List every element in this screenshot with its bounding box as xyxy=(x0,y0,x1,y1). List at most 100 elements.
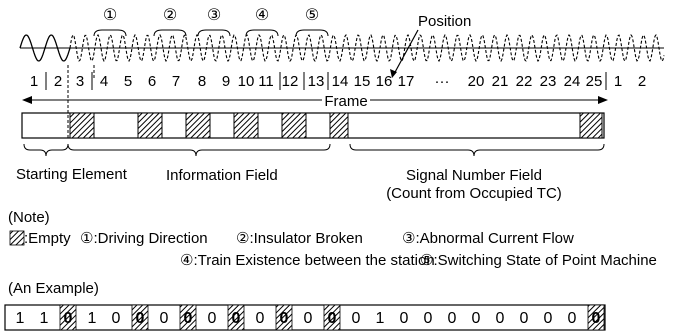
example-heading: (An Example) xyxy=(8,280,99,297)
signal-number-field-sublabel: (Count from Occupied TC) xyxy=(386,185,562,202)
bit-number: 22 xyxy=(516,73,533,90)
signal-number-field-label: Signal Number Field xyxy=(406,167,542,184)
bit-number: 21 xyxy=(492,73,509,90)
frame-label-bg xyxy=(322,92,370,108)
bit-number: 9 xyxy=(222,73,230,90)
position-arrowhead xyxy=(390,69,397,78)
signal-wave-dashed xyxy=(69,33,665,63)
example-bit: 0 xyxy=(208,310,217,327)
example-bit: 0 xyxy=(136,310,145,327)
empty-block xyxy=(185,112,211,139)
example-bit: 0 xyxy=(568,310,577,327)
bit-number: 10 xyxy=(238,73,255,90)
example-bit: 0 xyxy=(592,310,601,327)
bit-number: 23 xyxy=(540,73,557,90)
starting-element-label: Starting Element xyxy=(16,166,128,183)
bit-number: 24 xyxy=(564,73,581,90)
note-item-3: ③:Abnormal Current Flow xyxy=(402,230,574,247)
example-bit: 0 xyxy=(544,310,553,327)
note-item-4: ④:Train Existence between the station xyxy=(180,252,435,269)
example-bit: 0 xyxy=(424,310,433,327)
empty-block xyxy=(281,112,307,139)
position-label: Position xyxy=(418,13,471,30)
bit-number: 8 xyxy=(198,73,206,90)
note-item-5: ⑤:Switching State of Point Machine xyxy=(420,252,657,269)
empty-block xyxy=(137,112,163,139)
bit-number: 5 xyxy=(124,73,132,90)
marker-bracket-1 xyxy=(93,29,127,37)
bit-number: 7 xyxy=(172,73,180,90)
empty-block xyxy=(579,112,603,139)
bit-number: 4 xyxy=(100,73,108,90)
bit-number: 16 xyxy=(376,73,393,90)
frame-arrowhead-right xyxy=(598,96,608,104)
bit-number: 1 xyxy=(614,73,622,90)
example-empty-cell xyxy=(587,304,605,331)
marker-bracket-2 xyxy=(153,29,187,37)
frame-label: Frame xyxy=(324,93,367,110)
marker-2: ② xyxy=(163,7,177,24)
bit-number: 2 xyxy=(638,73,646,90)
frame-arrowhead-left xyxy=(22,96,32,104)
example-bit: 0 xyxy=(232,310,241,327)
example-bit: 1 xyxy=(16,310,25,327)
information-field-label: Information Field xyxy=(166,167,278,184)
example-empty-cell xyxy=(227,304,245,331)
bit-number: 20 xyxy=(468,73,485,90)
marker-1: ① xyxy=(103,7,117,24)
bit-number: ··· xyxy=(435,73,450,90)
position-arrow xyxy=(393,29,419,75)
bit-number: 13 xyxy=(308,73,325,90)
example-bit: 0 xyxy=(64,310,73,327)
marker-bracket-4 xyxy=(245,29,279,37)
marker-4: ④ xyxy=(255,7,269,24)
marker-3: ③ xyxy=(207,7,221,24)
example-empty-cell xyxy=(323,304,341,331)
note-item-2: ②:Insulator Broken xyxy=(236,230,363,247)
bit-number: 1 xyxy=(30,73,38,90)
example-bit: 0 xyxy=(520,310,529,327)
example-bit: 1 xyxy=(376,310,385,327)
bit-number: 14 xyxy=(332,73,349,90)
empty-block xyxy=(69,112,95,139)
marker-bracket-5 xyxy=(295,29,329,37)
bit-number: 2 xyxy=(54,73,62,90)
example-empty-cell xyxy=(275,304,293,331)
example-bit: 0 xyxy=(256,310,265,327)
bit-number: 17 xyxy=(398,73,415,90)
note-item-1: ①:Driving Direction xyxy=(80,230,208,247)
empty-legend-swatch xyxy=(9,230,25,246)
empty-block xyxy=(329,112,349,139)
bit-separators xyxy=(45,72,607,90)
bracket-starting xyxy=(23,143,69,157)
note-heading: (Note) xyxy=(8,209,50,226)
example-bit: 0 xyxy=(496,310,505,327)
example-bit: 0 xyxy=(304,310,313,327)
frame-empty-blocks xyxy=(69,112,603,139)
example-empty-cell xyxy=(131,304,149,331)
example-bit: 0 xyxy=(280,310,289,327)
example-bit: 0 xyxy=(448,310,457,327)
bit-number: 12 xyxy=(282,73,299,90)
frame-bar xyxy=(21,112,605,139)
bit-number: 6 xyxy=(148,73,156,90)
example-bit: 0 xyxy=(472,310,481,327)
example-bit: 1 xyxy=(88,310,97,327)
example-empty-cell xyxy=(179,304,197,331)
example-bar xyxy=(4,304,606,331)
example-bit: 0 xyxy=(352,310,361,327)
example-bit: 1 xyxy=(40,310,49,327)
bit-number: 15 xyxy=(354,73,371,90)
empty-block xyxy=(233,112,259,139)
example-bit: 0 xyxy=(184,310,193,327)
example-bit: 0 xyxy=(400,310,409,327)
bit-number: 11 xyxy=(258,73,274,90)
bit-number: 25 xyxy=(586,73,603,90)
example-bit: 0 xyxy=(112,310,121,327)
note-items: ①:Driving Direction ②:Insulator Broken ③:A… xyxy=(80,230,657,269)
bit-number: 3 xyxy=(76,73,84,90)
example-bit: 0 xyxy=(160,310,169,327)
